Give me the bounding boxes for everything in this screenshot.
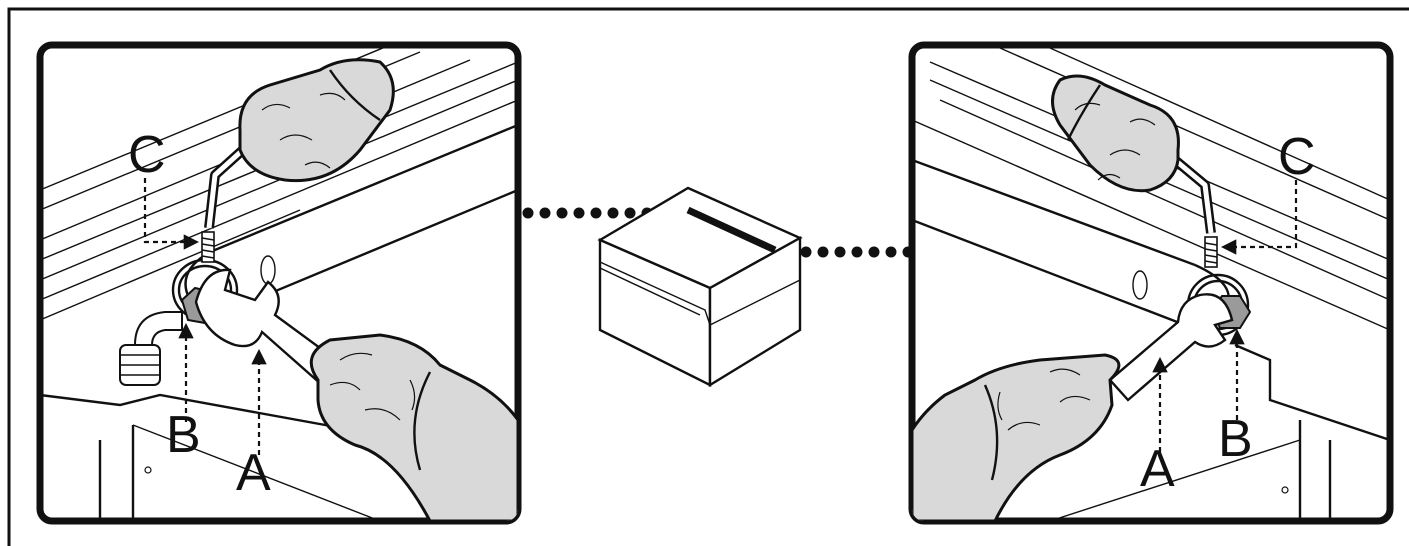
- right-label-c: C: [1278, 128, 1316, 186]
- right-label-a: A: [1140, 440, 1175, 498]
- left-label-a: A: [236, 444, 271, 502]
- left-detail-panel: C B A: [40, 45, 518, 521]
- right-label-b: B: [1218, 410, 1253, 468]
- right-detail-panel: C B A: [912, 45, 1390, 521]
- left-label-c: C: [128, 126, 166, 184]
- left-label-b: B: [166, 406, 201, 464]
- center-overview: [523, 188, 914, 385]
